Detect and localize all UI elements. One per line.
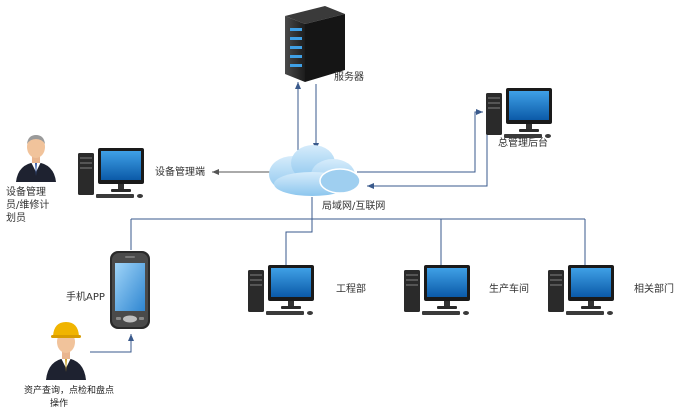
production-label: 生产车间 — [489, 282, 529, 295]
manager-person-icon — [16, 135, 56, 182]
field-worker-label-line1: 资产查询，点检和盘点 — [24, 384, 114, 396]
cloud-drop-line — [285, 197, 313, 268]
production-computer-icon — [404, 265, 470, 315]
related-label: 相关部门 — [634, 282, 674, 295]
server-icon — [285, 6, 345, 82]
engineering-computer-icon — [248, 265, 314, 315]
cloud-icon — [269, 145, 361, 196]
admin-console-label: 总管理后台 — [498, 136, 548, 149]
manager-person-label-line1: 设备管理 — [6, 185, 46, 198]
related-computer-icon — [548, 265, 614, 315]
cloud-label: 局域网/互联网 — [322, 199, 385, 212]
manager-person-label-line3: 划员 — [6, 211, 26, 224]
engineering-label: 工程部 — [336, 282, 366, 295]
field-worker-label-line2: 操作 — [50, 397, 68, 409]
cloud-to-admin-arrow — [357, 109, 483, 173]
device-terminal-computer-icon — [78, 148, 144, 198]
mobile-app-label: 手机APP — [66, 290, 105, 303]
worker-to-phone-arrow — [90, 334, 134, 353]
device-terminal-label: 设备管理端 — [155, 165, 205, 178]
server-label: 服务器 — [334, 70, 364, 83]
admin-to-cloud-arrow — [367, 126, 488, 189]
field-worker-icon — [46, 322, 86, 380]
manager-person-label-line2: 员/维修计 — [6, 198, 49, 211]
admin-console-computer-icon — [486, 88, 552, 138]
mobile-phone-icon — [110, 251, 150, 329]
